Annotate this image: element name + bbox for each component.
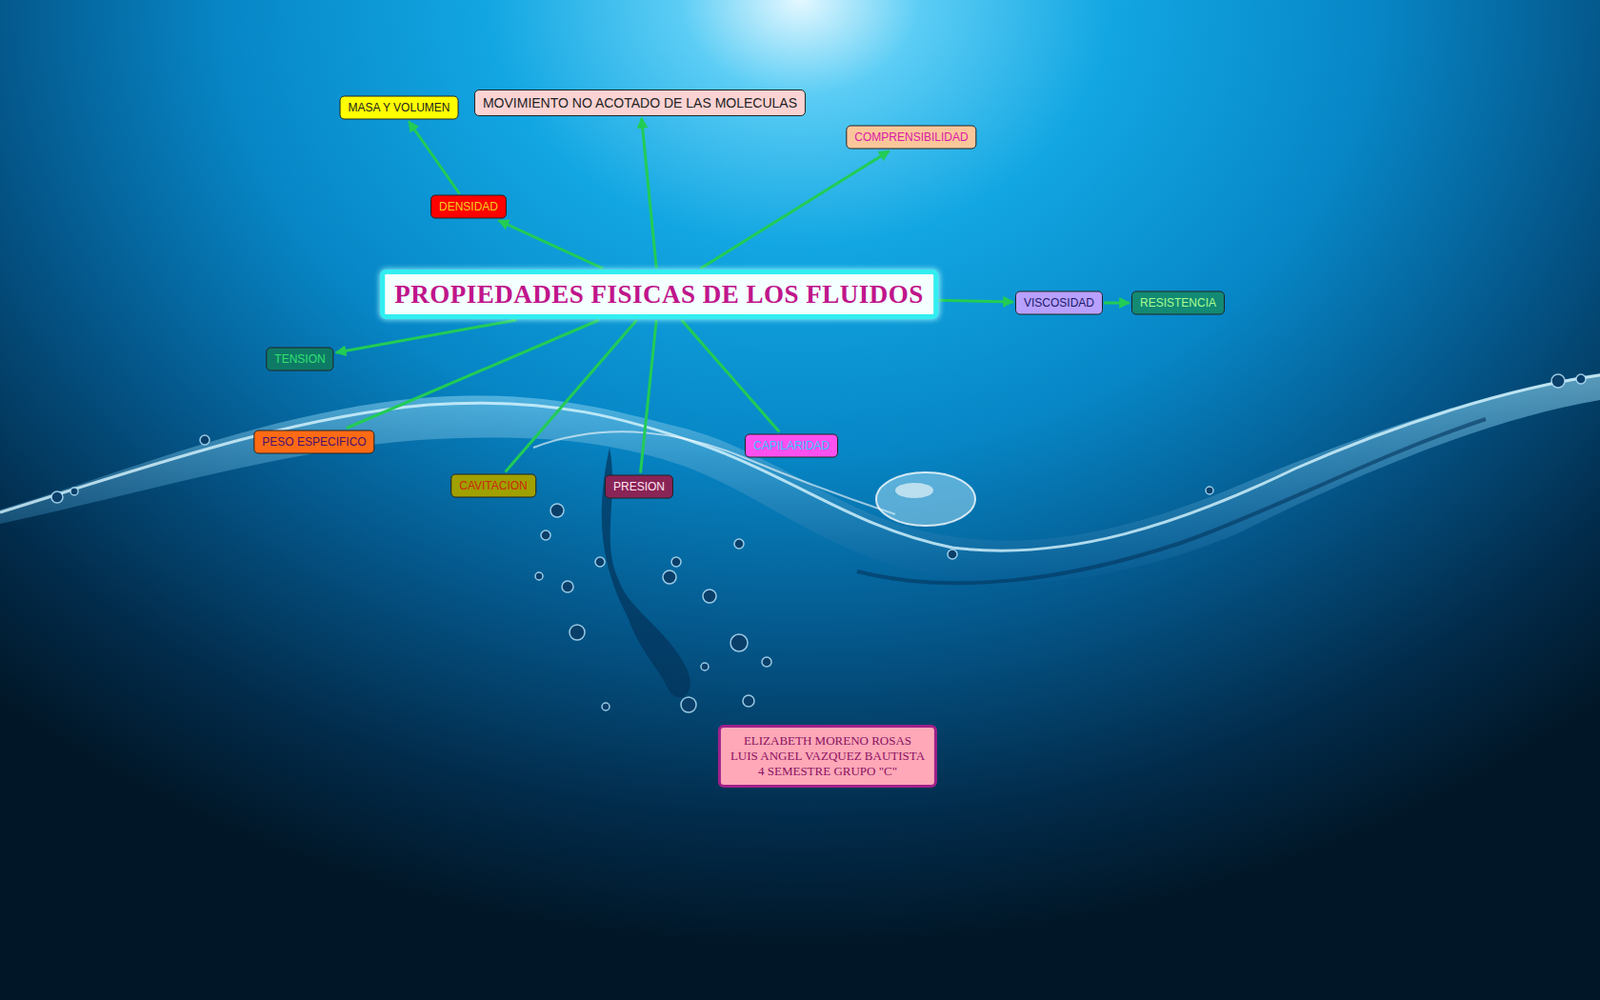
water-drop [876,472,976,526]
bubble [1205,486,1214,495]
bubble [51,491,63,503]
concept-label: COMPRENSIBILIDAD [854,130,968,145]
bubble [734,539,744,549]
bubble [540,530,551,540]
connector [700,151,889,270]
concept-box: DENSIDAD [430,195,507,220]
concept-box: MASA Y VOLUMEN [340,96,460,120]
connector [408,121,460,195]
concept-box: CAPILARIDAD [744,434,839,459]
bubble [730,634,748,652]
concept-label: MASA Y VOLUMEN [348,100,451,116]
concept-label: PROPIEDADES FISICAS DE LOS FLUIDOS [394,279,924,310]
concept-box: PRESION [604,475,674,500]
connector [641,118,658,269]
author-line: 4 SEMESTRE GRUPO "C" [730,763,925,780]
bubble [671,557,681,567]
concept-box: RESISTENCIA [1131,291,1225,316]
bubble [550,503,564,518]
bubble [700,662,709,671]
concept-label: TENSION [274,352,325,367]
connector [499,220,604,270]
connector [1103,301,1130,305]
connector [336,320,518,353]
concept-label: PRESION [613,480,665,495]
concept-label: DENSIDAD [439,200,499,215]
connector [640,320,658,474]
bubble [662,570,677,584]
connector [505,320,638,473]
concept-label: RESISTENCIA [1140,296,1217,311]
water-splash [601,447,691,699]
concept-box: COMPRENSIBILIDAD [845,125,977,150]
water-drop [895,482,934,499]
connector [681,320,780,433]
concept-box: VISCOSIDAD [1015,291,1103,316]
connector [939,300,1014,302]
wave-shadow [857,419,1486,583]
bubbles [51,374,1586,713]
bubble [680,697,697,713]
bubble [595,557,605,567]
author-line: LUIS ANGEL VAZQUEZ BAUTISTA [730,748,925,764]
concept-box: CAVITACION [450,474,537,499]
central-topic: PROPIEDADES FISICAS DE LOS FLUIDOS [380,269,939,320]
wave-highlight [0,375,1600,551]
bubble [761,657,772,667]
bubble [742,695,755,707]
concept-label: CAPILARIDAD [753,439,830,454]
connector [346,320,600,429]
concept-label: CAVITACION [459,479,528,494]
author-box: ELIZABETH MORENO ROSASLUIS ANGEL VAZQUEZ… [718,724,938,788]
bubble [200,435,210,445]
concept-box: TENSION [265,347,334,372]
bubble [1576,374,1586,384]
bubble [561,580,574,593]
concept-box: MOVIMIENTO NO ACOTADO DE LAS MOLECULAS [474,89,806,117]
author-line: ELIZABETH MORENO ROSAS [730,733,925,749]
concept-label: PESO ESPECIFICO [261,435,366,450]
bubble [535,572,543,580]
bubble [702,589,717,603]
bubble [1551,374,1565,388]
concept-box: PESO ESPECIFICO [253,430,375,455]
bubble [569,624,585,640]
water-wave [0,373,1600,583]
wave-highlight [533,431,896,515]
bubble [70,487,79,496]
bubble [601,702,610,711]
concept-label: MOVIMIENTO NO ACOTADO DE LAS MOLECULAS [482,94,798,112]
concept-label: VISCOSIDAD [1023,296,1095,311]
bubble [947,549,958,560]
